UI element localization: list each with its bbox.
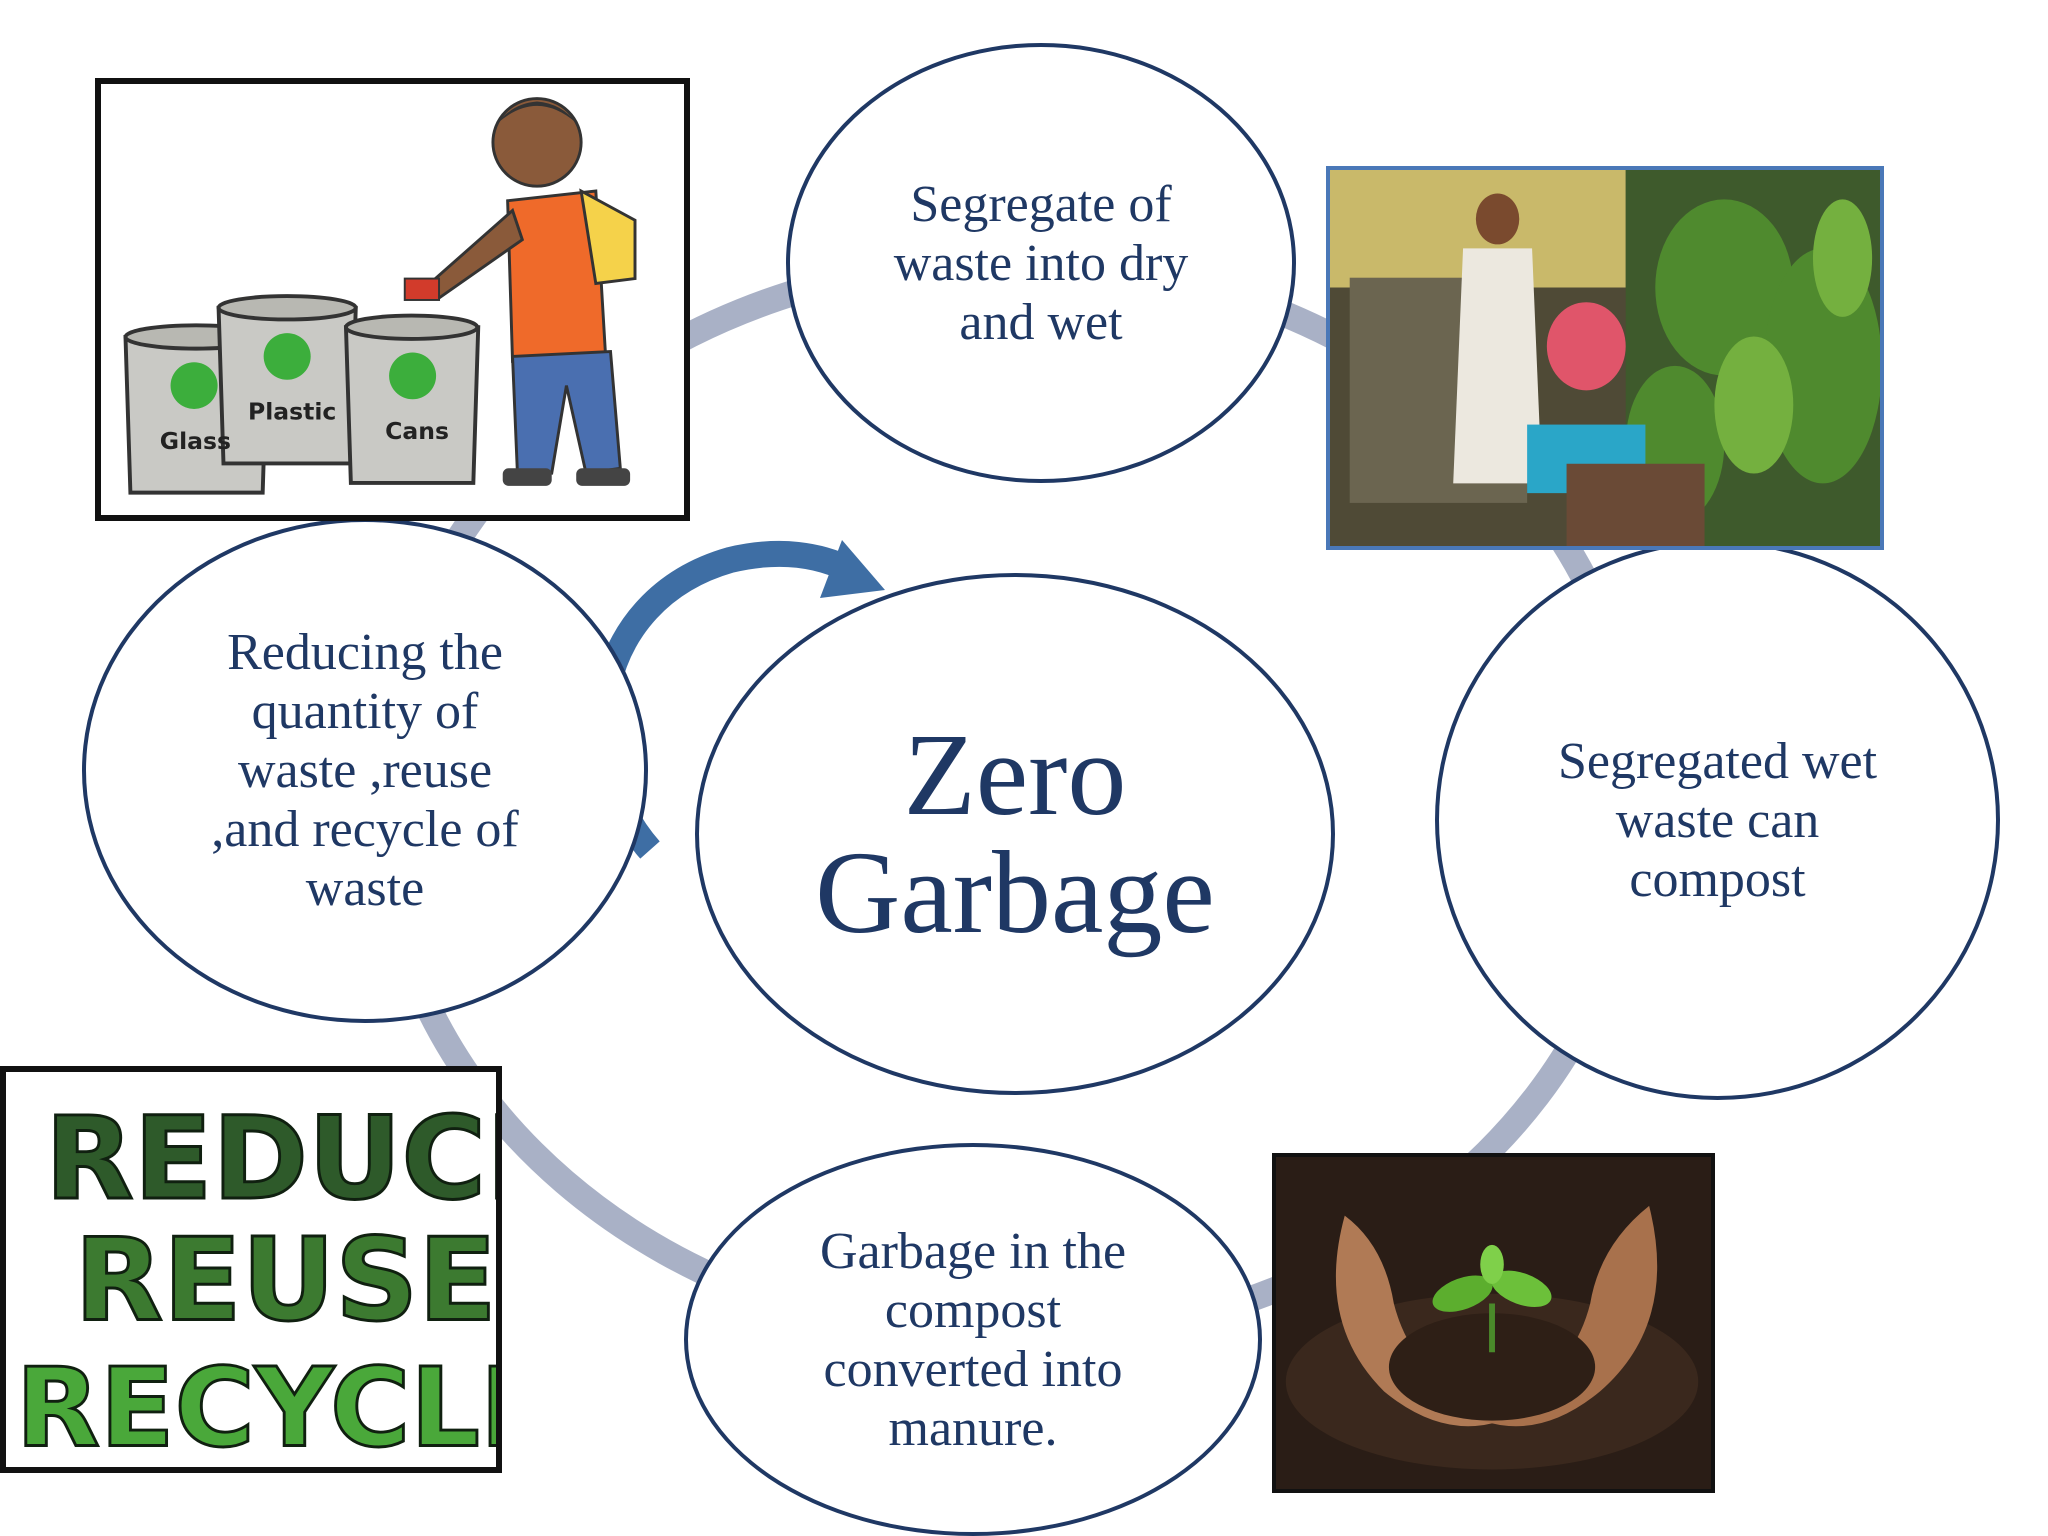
woman-composting-image xyxy=(1326,166,1884,550)
reduce-reuse-recycle-image: REDUCE REUSE RECYCLE xyxy=(0,1066,502,1473)
rrr-word-recycle: RECYCLE xyxy=(16,1345,496,1467)
node-manure: Garbage in the compost converted into ma… xyxy=(684,1143,1262,1536)
node-segregate: Segregate of waste into dry and wet xyxy=(786,43,1296,483)
node-reduce: Reducing the quantity of waste ,reuse ,a… xyxy=(82,518,648,1023)
node-reduce-text: Reducing the quantity of waste ,reuse ,a… xyxy=(211,624,519,917)
node-manure-text: Garbage in the compost converted into ma… xyxy=(819,1222,1127,1457)
bin-label-plastic: Plastic xyxy=(248,398,336,426)
node-compost: Segregated wet waste can compost xyxy=(1435,540,2000,1100)
bin-label-glass: Glass xyxy=(160,427,231,455)
node-segregate-text: Segregate of waste into dry and wet xyxy=(893,175,1189,351)
bin-label-cans: Cans xyxy=(385,417,449,445)
rrr-word-reuse: REUSE xyxy=(74,1214,496,1348)
node-compost-text: Segregated wet waste can compost xyxy=(1557,732,1878,908)
node-center: Zero Garbage xyxy=(695,573,1335,1095)
center-title: Zero Garbage xyxy=(815,709,1215,958)
recycling-bins-image: Glass Plastic Cans xyxy=(95,78,690,521)
seedling-soil-image xyxy=(1272,1153,1715,1493)
rrr-word-reduce: REDUCE xyxy=(45,1092,496,1226)
